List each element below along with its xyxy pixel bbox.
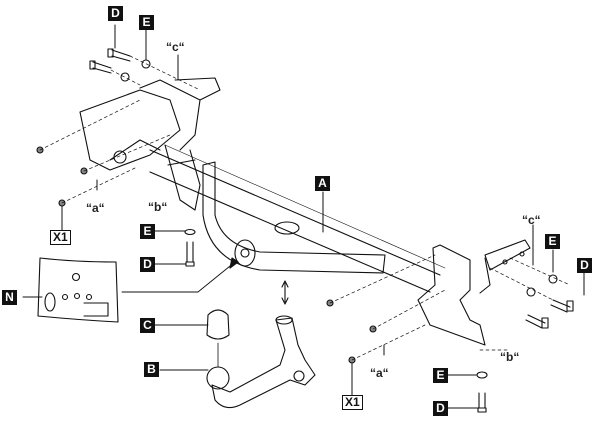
control-panel — [37, 257, 119, 323]
left-bracket — [79, 77, 221, 211]
label-x1-right: X1 — [342, 395, 363, 410]
dimension-c-right: “c“ — [522, 213, 541, 227]
label-b: B — [144, 362, 159, 377]
label-d-right: D — [577, 258, 592, 273]
fasteners-left-b — [184, 228, 196, 267]
label-e-top: E — [139, 15, 154, 30]
dimension-b-left: “b“ — [148, 200, 168, 214]
label-d-left: D — [140, 257, 155, 272]
label-d-bottom: D — [433, 401, 448, 416]
label-n: N — [2, 290, 17, 305]
dimension-a-left: “a“ — [86, 201, 105, 215]
label-x1-left: X1 — [50, 230, 71, 245]
fasteners-right — [525, 274, 574, 329]
dimension-a-right: “a“ — [370, 366, 389, 380]
label-e-left: E — [140, 224, 155, 239]
label-a: A — [315, 176, 330, 191]
fasteners-top — [89, 48, 151, 82]
socket-plate — [234, 239, 256, 267]
label-d-top: D — [108, 6, 123, 21]
gooseneck-bend — [202, 161, 386, 274]
crossbar — [149, 144, 446, 293]
dimension-b-right: “b“ — [500, 350, 520, 364]
label-e-bottom: E — [433, 368, 448, 383]
mount-arrow — [281, 280, 289, 305]
label-e-right: E — [545, 234, 560, 249]
towball-arm — [206, 309, 316, 409]
right-bracket — [417, 239, 531, 346]
dimension-c-top: “c“ — [166, 40, 185, 54]
label-c: C — [140, 318, 155, 333]
fasteners-bottom-b — [476, 371, 488, 413]
